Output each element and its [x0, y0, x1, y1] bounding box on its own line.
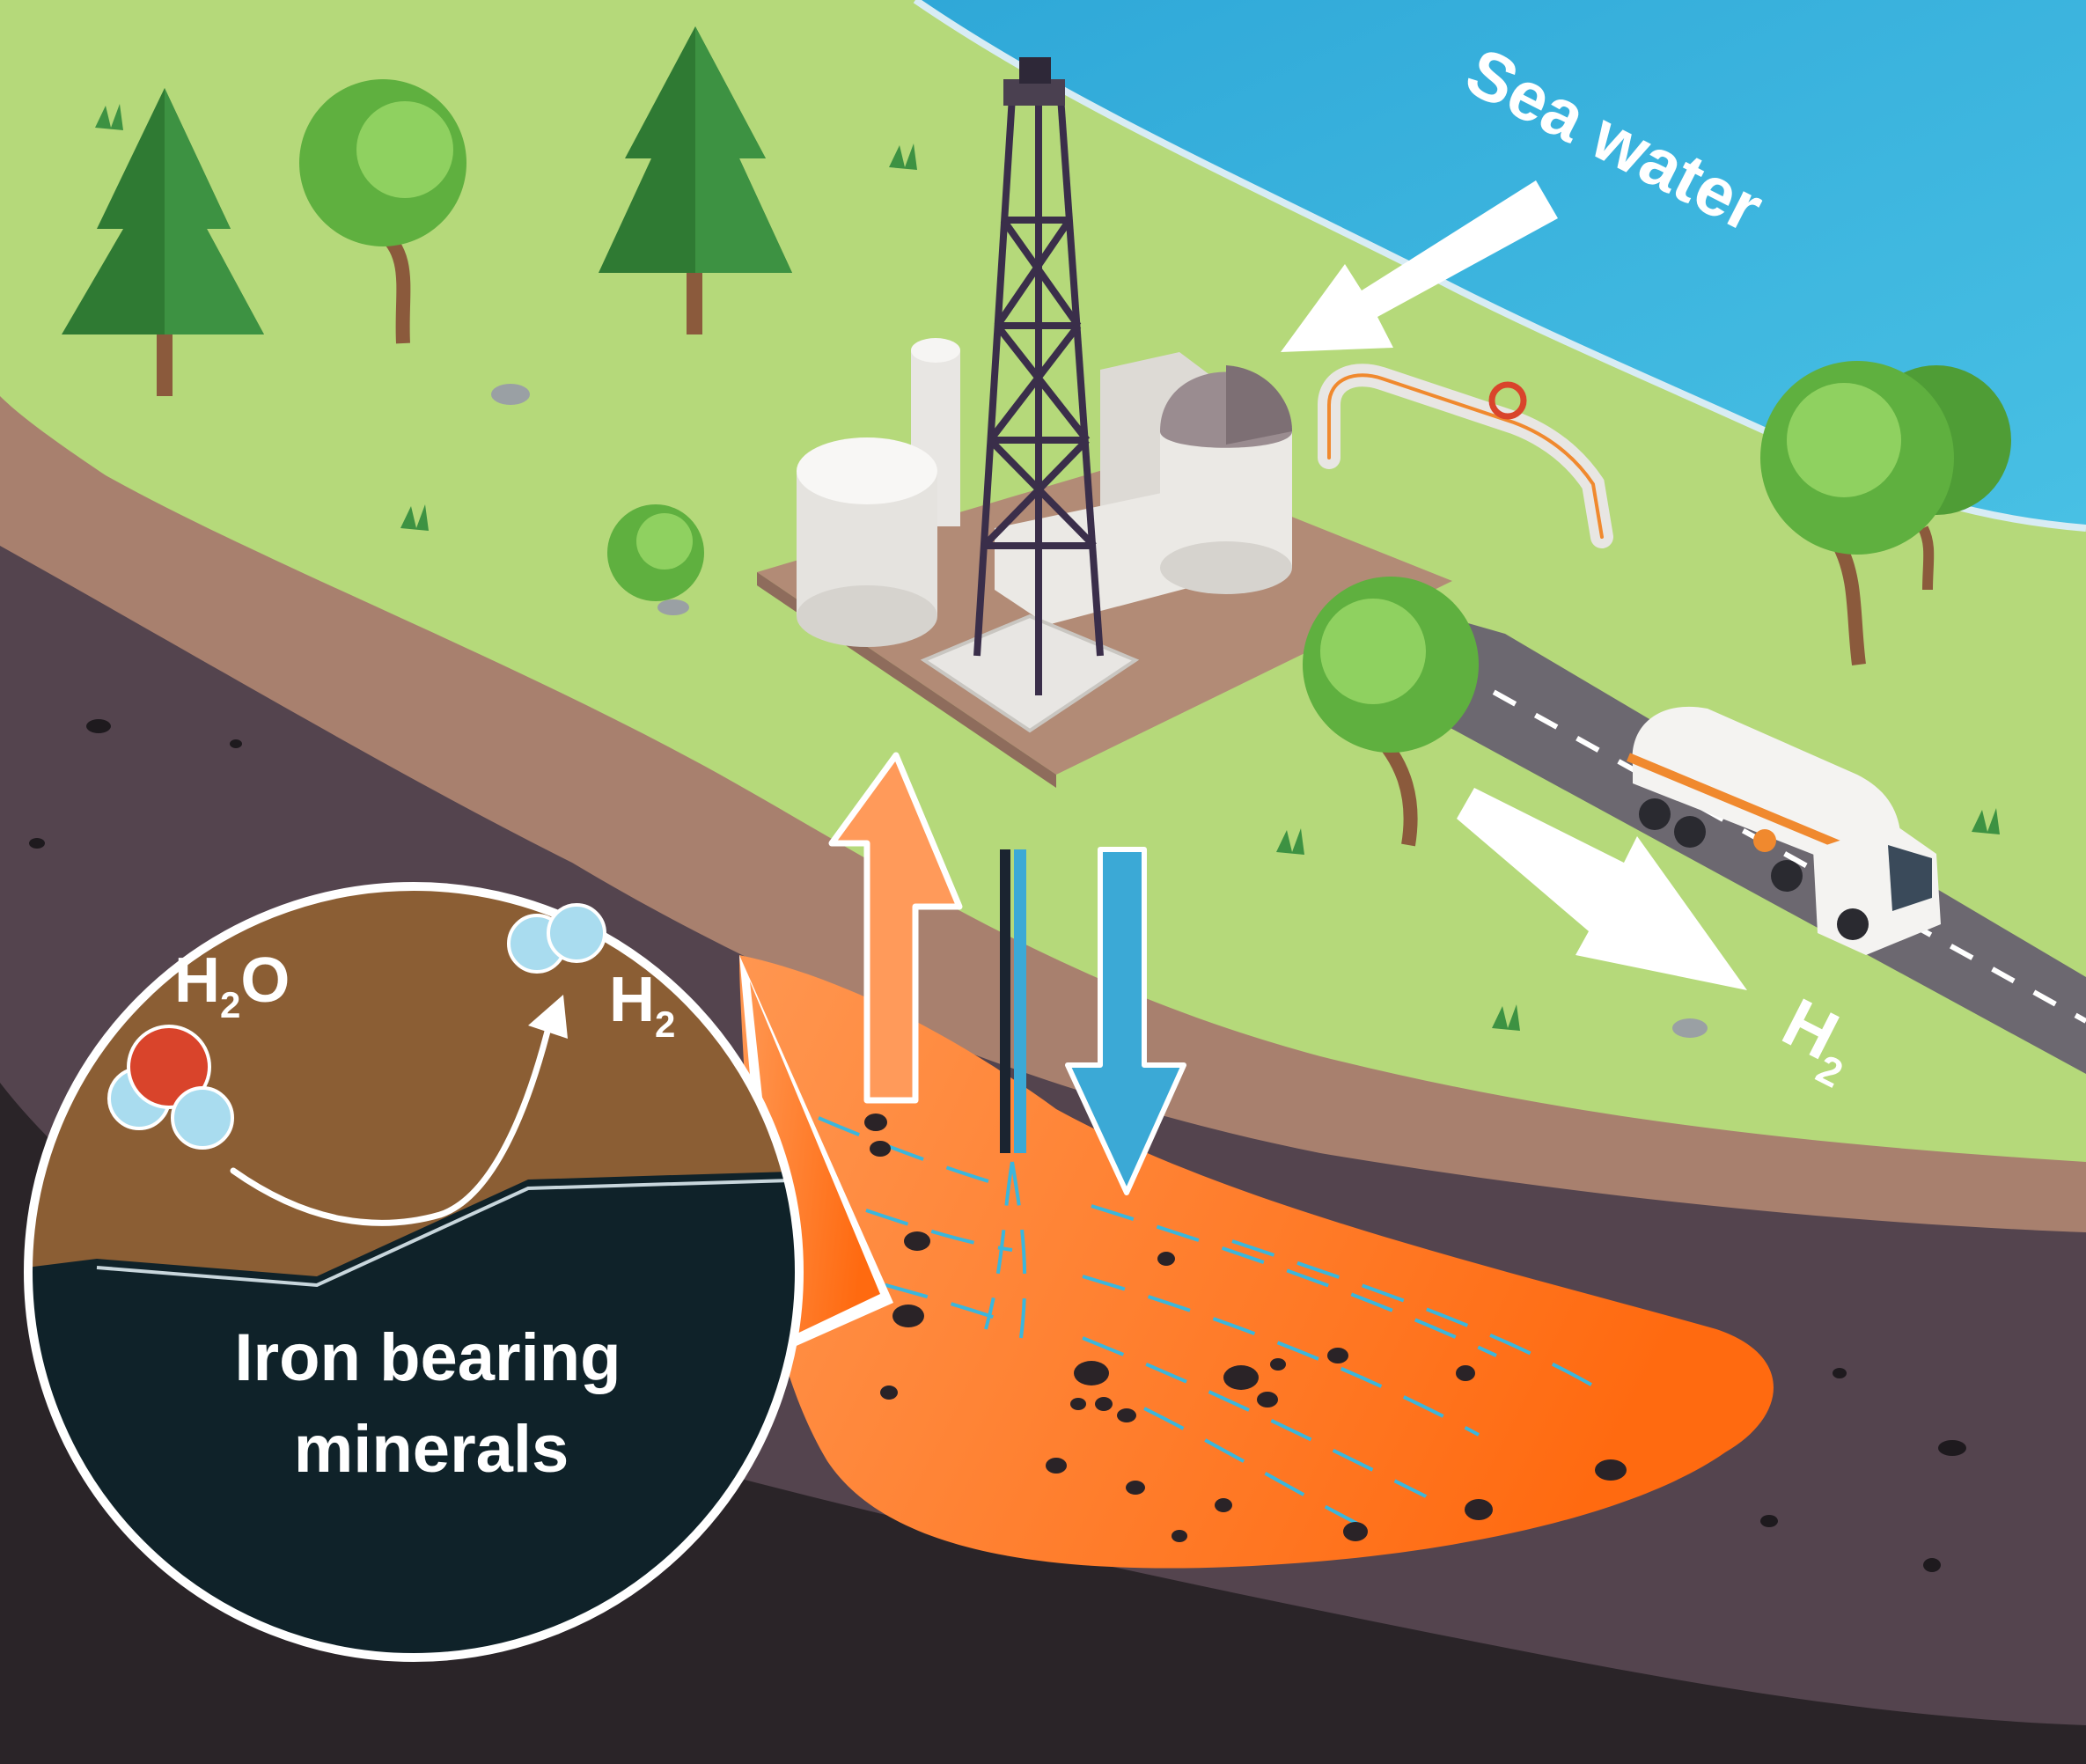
well-pipe-dark — [1000, 849, 1010, 1153]
well-pipe-blue — [1014, 849, 1026, 1153]
bush — [607, 504, 704, 601]
iron-bearing-label-line2: minerals — [294, 1412, 569, 1487]
iron-bearing-label-line1: Iron bearing — [234, 1320, 621, 1395]
